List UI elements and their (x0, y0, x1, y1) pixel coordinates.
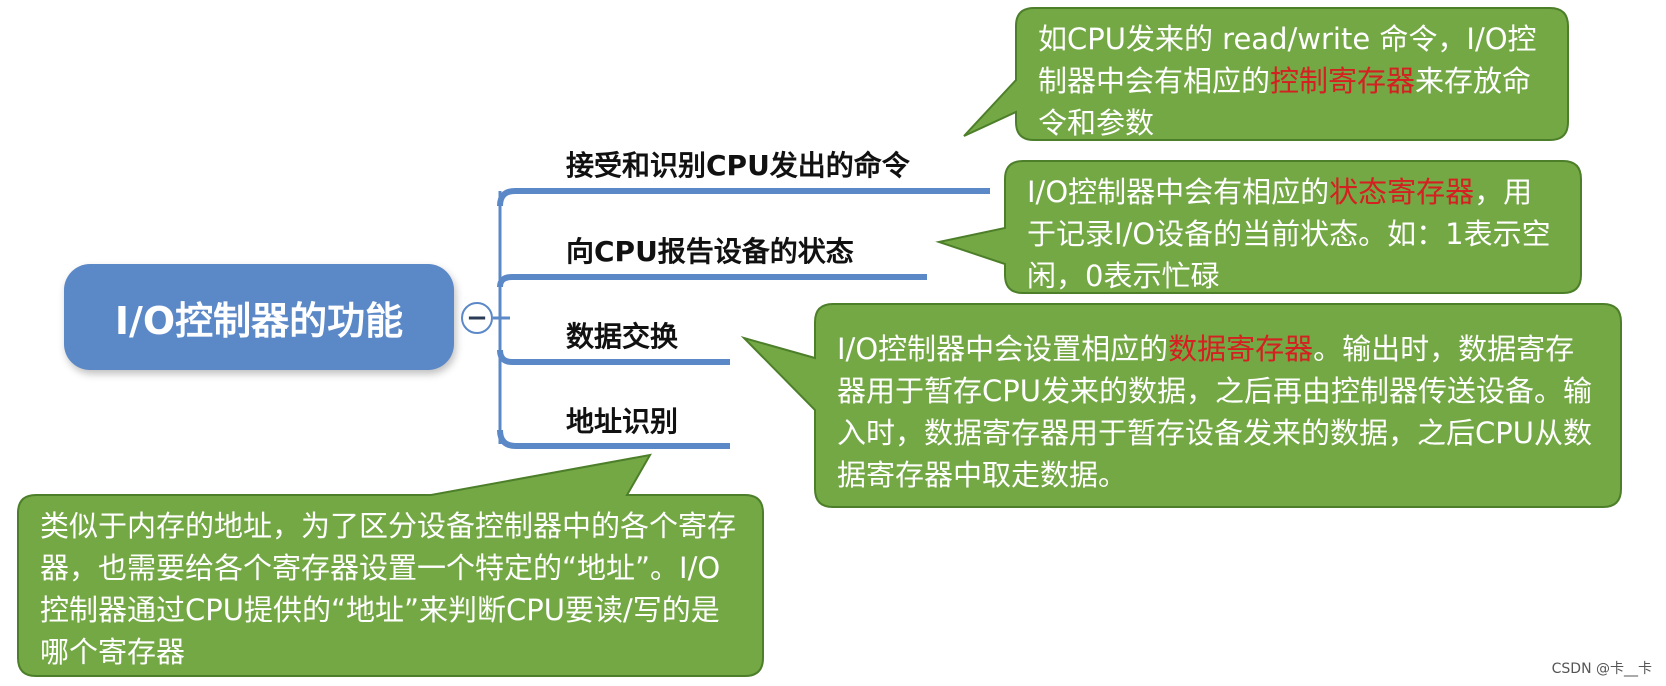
root-label: I/O控制器的功能 (114, 298, 404, 343)
root-node[interactable]: I/O控制器的功能 (64, 264, 454, 370)
branch-label-data[interactable]: 数据交换 (566, 320, 679, 353)
callout-status-highlight: 状态寄存器 (1329, 175, 1475, 209)
callout-bubble-address (17, 453, 764, 677)
callout-command: 如CPU发来的 read/write 命令，I/O控制器中会有相应的控制寄存器来… (1016, 10, 1568, 152)
branch-underline-address (497, 429, 730, 449)
callout-status: I/O控制器中会有相应的状态寄存器，用于记录I/O设备的当前状态。如：1表示空闲… (1005, 163, 1581, 305)
collapse-button[interactable]: − (461, 302, 493, 334)
callout-address: 类似于内存的地址，为了区分设备控制器中的各个寄存器，也需要给各个寄存器设置一个特… (18, 497, 763, 681)
branch-underline-command (497, 188, 990, 207)
callout-data-text-end: 。输出时，数据寄存器用于暂存CPU发来的数据，之后再由控制器传送设备。输入时，数… (837, 332, 1592, 492)
branch-label-address[interactable]: 地址识别 (566, 405, 679, 438)
callout-bubble-status (935, 160, 1582, 294)
callout-data-text: I/O控制器中会设置相应的 (837, 332, 1169, 366)
callout-status-text-end: ，用于记录I/O设备的当前状态。如：1表示空闲，0表示忙碌 (1027, 175, 1551, 293)
callout-data-highlight: 数据寄存器 (1168, 332, 1314, 366)
callout-bubble-data (740, 303, 1622, 508)
callout-data: I/O控制器中会设置相应的数据寄存器。输出时，数据寄存器用于暂存CPU发来的数据… (815, 320, 1621, 504)
callout-command-text: 如CPU发来的 read/write 命令，I/O控制器中会有相应的 (1038, 22, 1537, 98)
callout-status-text: I/O控制器中会有相应的 (1027, 175, 1330, 209)
watermark: CSDN @卡__卡 (1551, 661, 1652, 677)
callout-bubble-command (963, 7, 1569, 141)
callout-command-highlight: 控制寄存器 (1270, 64, 1416, 98)
callout-command-text-end: 来存放命令和参数 (1038, 64, 1532, 140)
branch-underline-data (497, 349, 730, 365)
branch-underline-status (497, 274, 927, 288)
branch-label-command[interactable]: 接受和识别CPU发出的命令 (566, 149, 910, 182)
callout-address-text: 类似于内存的地址，为了区分设备控制器中的各个寄存器，也需要给各个寄存器设置一个特… (40, 509, 737, 669)
branch-label-status[interactable]: 向CPU报告设备的状态 (566, 235, 854, 268)
